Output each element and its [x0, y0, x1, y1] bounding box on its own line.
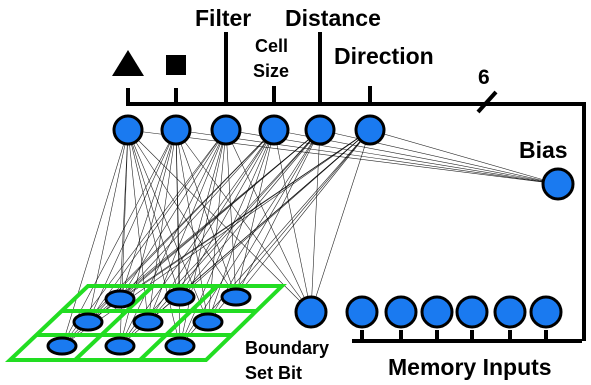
connection-line	[147, 129, 177, 323]
memory-input-node	[529, 295, 563, 329]
connection-line	[310, 129, 371, 313]
memory-input-node	[420, 295, 454, 329]
size-label: Size	[253, 61, 289, 81]
set-bit-label: Set Bit	[245, 363, 302, 383]
memory-input-node	[493, 295, 527, 329]
bias-label: Bias	[519, 137, 568, 163]
connection-line	[87, 129, 177, 323]
grid-node	[164, 336, 196, 356]
connection-line	[175, 129, 559, 185]
grid-node	[220, 287, 252, 307]
connection-line	[235, 129, 371, 298]
connection-line	[87, 129, 227, 323]
connection-line	[235, 129, 321, 298]
distance-label: Distance	[285, 5, 381, 31]
connection-line	[179, 129, 321, 298]
connection-line	[235, 129, 275, 298]
connection-line	[147, 129, 275, 323]
grid-node	[164, 287, 196, 307]
grid-node	[46, 336, 78, 356]
grid-node	[104, 289, 136, 309]
memory-input-ticks	[360, 330, 548, 343]
connection-line	[369, 129, 559, 185]
connection-line	[179, 129, 227, 298]
connection-line	[87, 129, 371, 323]
cell-grid	[4, 284, 287, 362]
cell-size-input-node	[258, 114, 290, 146]
input-bus	[126, 32, 586, 343]
connection-line	[225, 129, 237, 298]
connection-line	[175, 129, 181, 347]
connection-line	[127, 129, 149, 323]
grid-node	[72, 312, 104, 332]
connection-line	[119, 129, 275, 300]
bias-node	[541, 167, 575, 201]
boundary-label: Boundary	[245, 338, 329, 358]
square-input-node	[160, 114, 192, 146]
memory-input-nodes	[345, 295, 563, 329]
direction-input-node	[354, 114, 386, 146]
connection-line	[61, 129, 177, 347]
connection-line	[127, 129, 209, 323]
connection-line	[207, 129, 275, 323]
memory-input-node	[345, 295, 379, 329]
memory-input-node	[455, 295, 489, 329]
grid-node	[132, 312, 164, 332]
triangle-input-node	[112, 114, 144, 146]
memory-inputs-label: Memory Inputs	[388, 354, 552, 380]
connection-line	[147, 129, 227, 323]
boundary-set-bit-node	[294, 295, 328, 329]
connection-line	[273, 129, 312, 313]
bus-width-label: 6	[478, 66, 490, 89]
triangle-icon	[112, 50, 144, 76]
input-nodes	[112, 114, 386, 146]
connection-line	[127, 129, 559, 185]
memory-input-node	[384, 295, 418, 329]
connection-line	[175, 129, 209, 323]
filter-label: Filter	[195, 5, 251, 31]
connection-line	[119, 129, 177, 300]
connection-line	[87, 129, 129, 323]
connection-line	[225, 129, 312, 313]
grid-node	[192, 312, 224, 332]
grid-node	[104, 336, 136, 356]
connection-line	[310, 129, 321, 313]
square-icon	[166, 55, 186, 75]
connection-line	[179, 129, 371, 298]
cell-label: Cell	[255, 36, 288, 56]
grid-nodes	[46, 287, 252, 356]
filter-input-node	[210, 114, 242, 146]
direction-label: Direction	[334, 43, 434, 69]
connection-line	[119, 129, 371, 347]
connection-line	[127, 129, 312, 313]
distance-input-node	[304, 114, 336, 146]
connection-line	[127, 129, 237, 298]
